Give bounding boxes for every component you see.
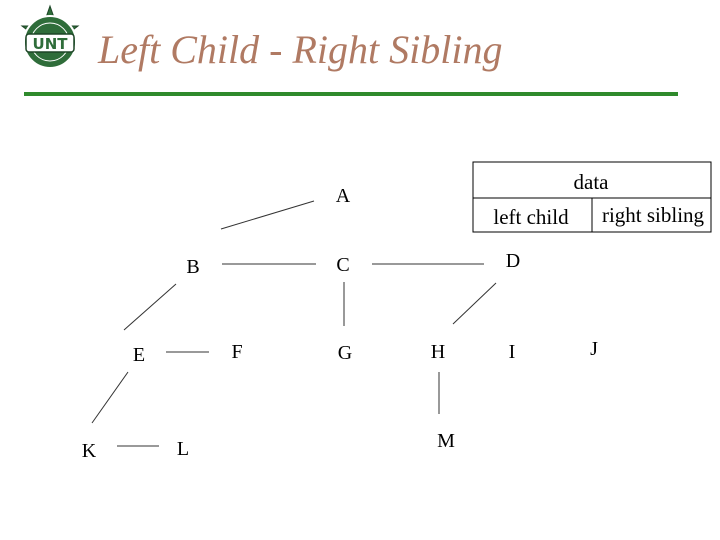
node-b: B (186, 256, 199, 278)
node-m: M (437, 430, 455, 452)
title-underline (24, 92, 678, 96)
edge-e-k (91, 371, 129, 424)
node-h: H (431, 341, 445, 363)
edge-a-b (220, 200, 315, 230)
node-e: E (133, 344, 145, 366)
edge-d-h (452, 282, 497, 325)
node-a: A (336, 185, 351, 207)
legend-left-child-label: left child (493, 205, 569, 229)
node-k: K (82, 440, 97, 462)
logo-text: UNT (33, 35, 69, 53)
node-legend: data left child right sibling (472, 161, 712, 233)
tree-nodes: A B C D E F G H I J K L M (82, 185, 598, 462)
node-d: D (506, 250, 520, 272)
node-f: F (231, 341, 242, 363)
tree-edges (91, 200, 497, 447)
node-j: J (590, 338, 598, 360)
node-c: C (336, 254, 349, 276)
page-title: Left Child - Right Sibling (98, 27, 503, 72)
edge-b-e (123, 283, 177, 331)
node-i: I (509, 341, 516, 363)
legend-data-label: data (574, 170, 610, 194)
node-g: G (338, 342, 352, 364)
legend-right-sibling-label: right sibling (602, 203, 705, 227)
node-l: L (177, 438, 189, 460)
unt-logo-icon: UNT (20, 4, 80, 69)
